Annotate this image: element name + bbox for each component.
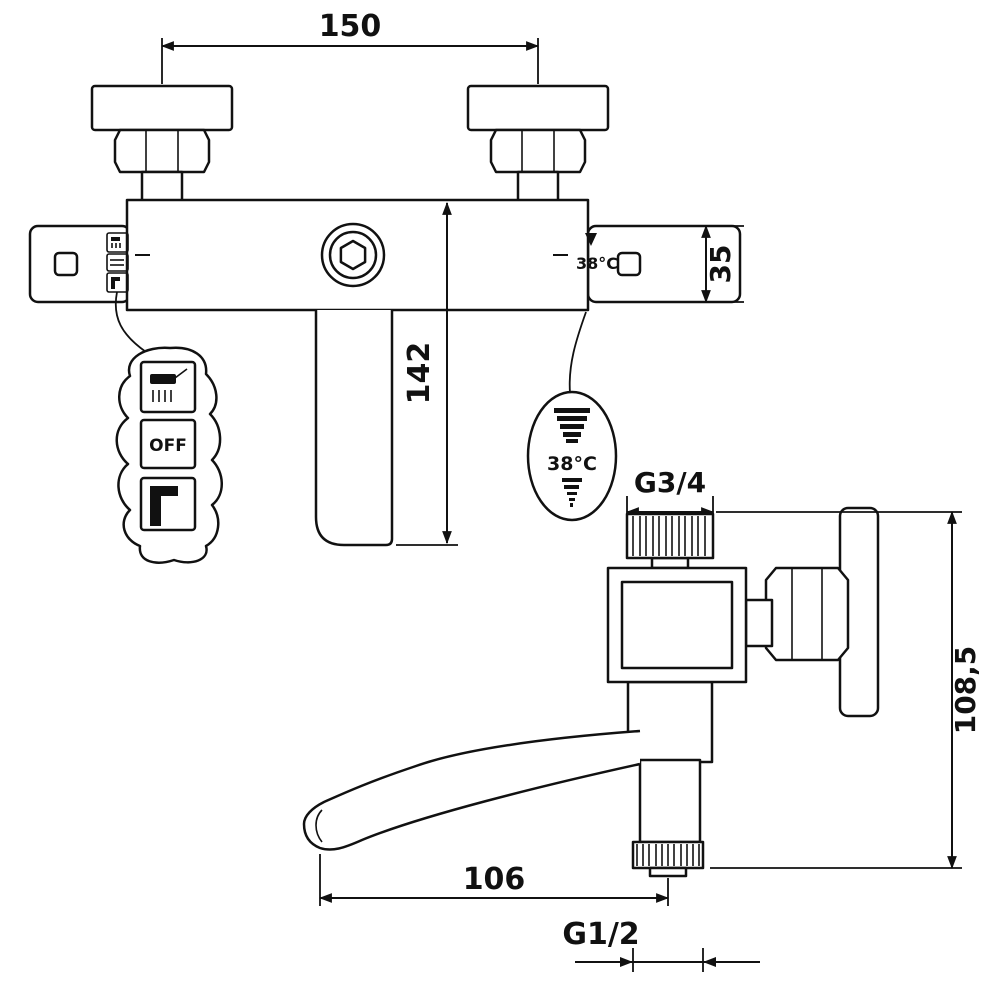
dim-35-label: 35 (704, 245, 737, 284)
front-view: 150 (28, 9, 744, 564)
side-lower-column (638, 758, 702, 844)
top-thread (625, 512, 715, 560)
temp-pointer-icon (585, 233, 597, 246)
dim-150-label: 150 (319, 9, 382, 44)
side-spout (302, 729, 641, 851)
spout-option-box (139, 476, 197, 532)
side-view: G3/4 (302, 466, 982, 972)
side-spout-fill (304, 731, 640, 850)
off-label: OFF (149, 436, 187, 456)
hand-shower-icon (150, 368, 188, 402)
off-option-box (139, 418, 197, 470)
spout-mouth-line (315, 809, 323, 843)
shower-mode-icon (106, 232, 129, 253)
mode-selector-icons (106, 232, 150, 293)
off-mode-icon (106, 253, 129, 272)
bath-spout-icon (150, 486, 178, 526)
bottom-thread-tip (648, 866, 688, 878)
front-spout (314, 310, 394, 547)
bottom-thread (631, 840, 705, 878)
dimension-top-connection: G3/4 (625, 466, 715, 524)
mode-callout: OFF (114, 291, 223, 564)
right-cap-port (616, 251, 642, 277)
hex-socket-icon (339, 239, 367, 271)
left-cap-port (53, 251, 79, 277)
handle-inner (620, 580, 734, 670)
dimension-body-height: 35 (698, 224, 744, 304)
dimension-bottom-connection: G1/2 (562, 917, 760, 972)
side-body-column (626, 680, 714, 764)
body-temp-label: 38°C (576, 254, 618, 273)
dimension-overall-height: 108,5 (710, 510, 982, 870)
temp-callout-bubble (526, 390, 618, 522)
dim-g12-label: G1/2 (562, 917, 639, 952)
temp-scale-tail-icon (562, 478, 582, 507)
temperature-indicator: 38°C (553, 233, 618, 273)
callout-temp-label: 38°C (547, 453, 597, 475)
dim-1085-label: 108,5 (949, 646, 982, 735)
temp-scale-icon (554, 408, 590, 443)
diverter-knob (320, 222, 386, 288)
dimension-mount-spacing: 150 (160, 9, 540, 84)
dimension-spout-reach: 106 (318, 854, 670, 906)
temperature-callout: 38°C (526, 311, 618, 522)
left-nut (113, 128, 211, 174)
dim-142-label: 142 (402, 342, 437, 405)
right-nut (489, 128, 587, 174)
dimension-spout-drop: 142 (396, 201, 458, 546)
nut-connector (744, 598, 774, 648)
dim-g34-label: G3/4 (634, 466, 706, 499)
dim-106-label: 106 (463, 862, 526, 897)
side-nut (764, 566, 850, 662)
left-wall-mount (90, 84, 234, 204)
spout-mode-icon (106, 272, 129, 293)
handle-neck (650, 556, 690, 570)
mixer-body: 38°C (28, 198, 742, 312)
right-wall-mount (466, 84, 610, 204)
